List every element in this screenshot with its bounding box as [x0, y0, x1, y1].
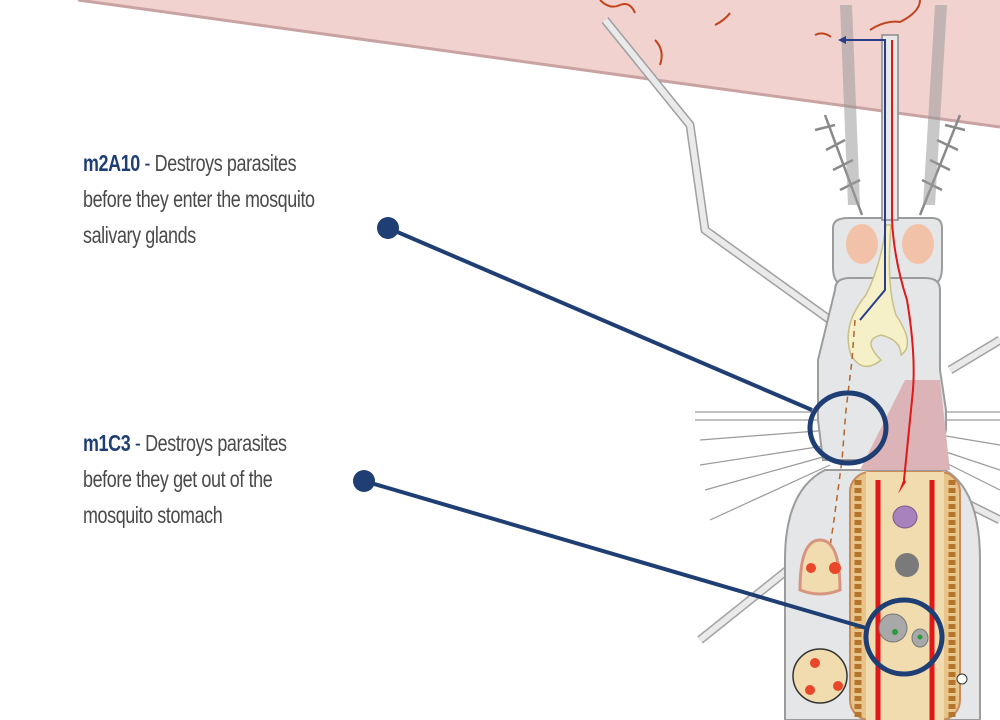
separator: - [139, 150, 155, 176]
annotation-line: mosquito stomach [83, 502, 223, 528]
antibody-code: m1C3 [83, 430, 131, 456]
callout-m2A10 [377, 217, 889, 466]
salivary-gland [847, 224, 909, 368]
gametocyte [878, 613, 908, 643]
sporozoite-sac [792, 648, 848, 704]
annotation-m1C3: m1C3 - Destroys parasites before they ge… [83, 425, 411, 533]
annotation-line: before they enter the mosquito [83, 186, 315, 212]
oocyst-sac [798, 538, 842, 596]
antibody-code: m2A10 [83, 150, 140, 176]
separator: - [130, 430, 146, 456]
leg-lines [695, 411, 1000, 521]
annotation-line: Destroys parasites [154, 150, 297, 176]
annotation-line: salivary glands [83, 222, 196, 248]
parasite-trail [827, 319, 856, 561]
annotation-line: before they get out of the [83, 466, 273, 492]
callout-m1C3 [353, 470, 945, 677]
annotation-m2A10: m2A10 - Destroys parasites before they e… [83, 145, 411, 253]
eye-right [902, 224, 934, 264]
palps [840, 5, 947, 205]
sporozoites-in-skin [599, 0, 921, 66]
annotation-line: Destroys parasites [145, 430, 287, 456]
ookinete-purple [892, 505, 918, 529]
eye-left [846, 224, 878, 264]
saliva-flow-arrow [840, 39, 886, 321]
oocyst-grey [895, 553, 919, 577]
blood-flow-arrow [891, 40, 915, 481]
